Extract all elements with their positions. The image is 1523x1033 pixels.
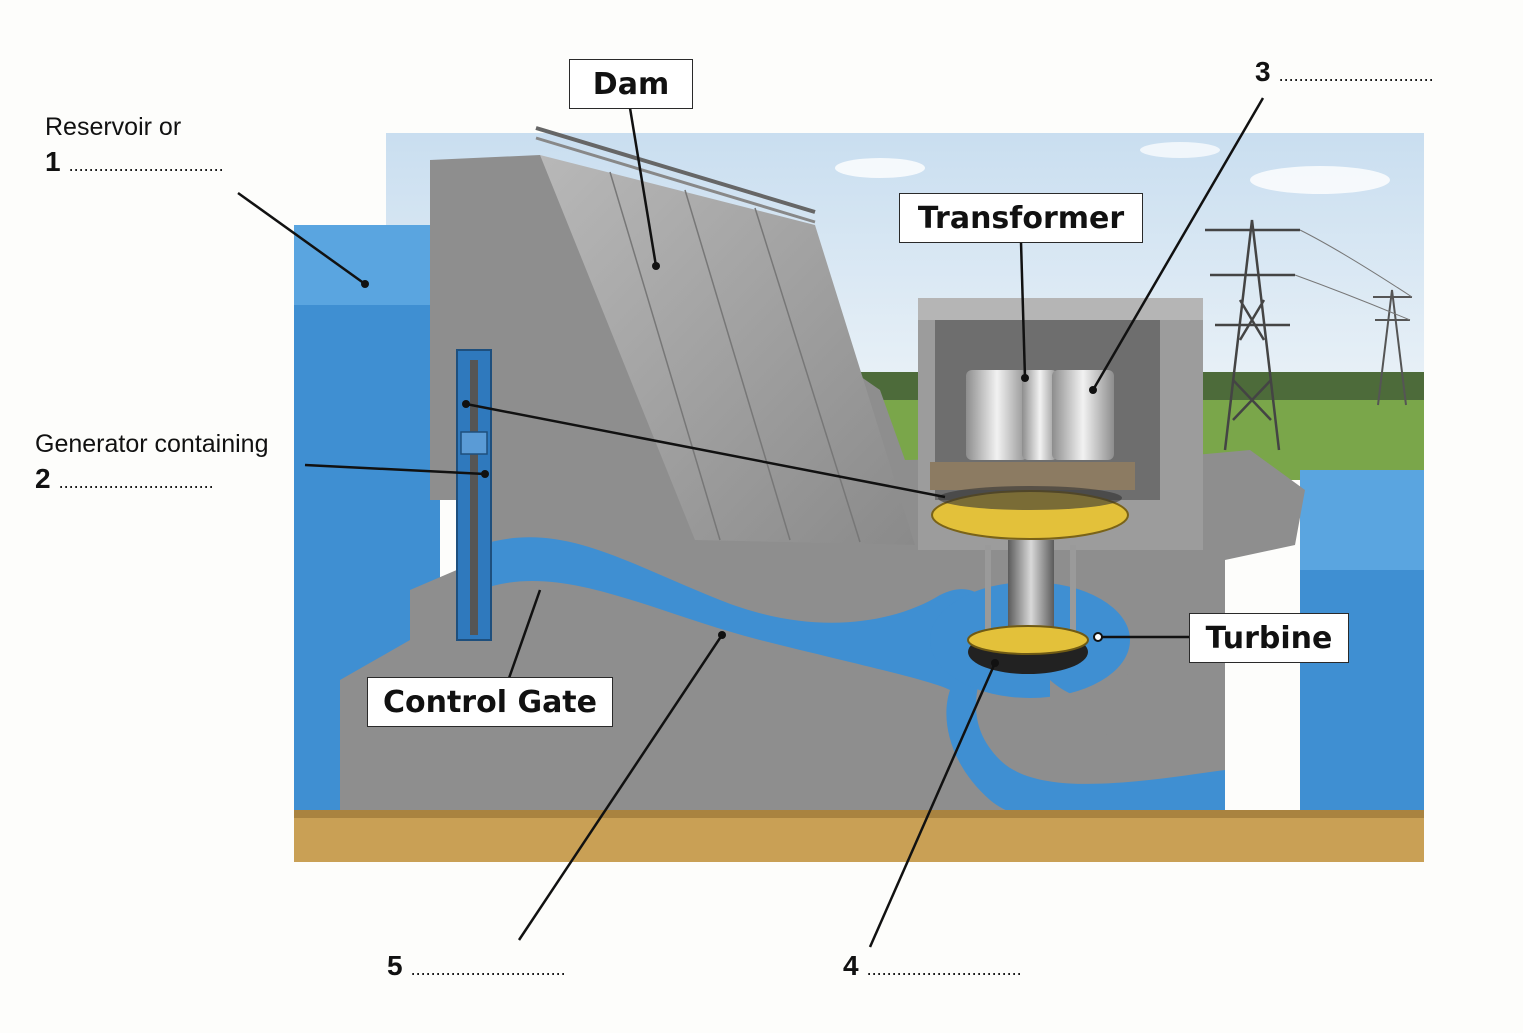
dam-railing <box>535 136 816 224</box>
ground-top <box>294 810 1424 818</box>
powerhouse-roof <box>918 298 1203 320</box>
reservoir-surface <box>294 225 440 305</box>
blank-3: 3 ............................... <box>1255 56 1434 88</box>
shaft-strut <box>985 545 991 635</box>
leader-lines <box>237 97 1265 948</box>
cloud <box>1250 166 1390 194</box>
leader-transformer <box>1019 241 1027 379</box>
blank-2-dots[interactable]: ............................... <box>58 472 214 492</box>
leader-dot <box>1021 374 1029 382</box>
dam-joint <box>684 189 791 541</box>
transformer-coil <box>966 370 1028 460</box>
pylon-icon <box>1373 289 1412 406</box>
dam-label: Dam <box>569 59 693 109</box>
pylon-icon <box>1205 219 1300 451</box>
blank-5-dots[interactable]: ............................... <box>410 959 566 979</box>
blank-3-dots[interactable]: ............................... <box>1278 65 1434 85</box>
penstock <box>480 537 1225 822</box>
leader-dot <box>718 631 726 639</box>
transformer-base <box>930 462 1135 490</box>
ground <box>294 810 1424 862</box>
turbine-label: Turbine <box>1189 613 1349 663</box>
leader-dot <box>361 280 369 288</box>
leader-2 <box>304 463 486 476</box>
blank-4-number: 4 <box>843 950 859 981</box>
transformer-coil <box>1052 370 1114 460</box>
dam-joint <box>609 171 721 541</box>
generator-text: Generator containing <box>35 430 269 458</box>
leader-1 <box>237 191 366 286</box>
gate-rod <box>470 360 478 635</box>
blank-2: 2 ............................... <box>35 463 214 495</box>
leader-3 <box>1091 97 1265 391</box>
blank-1-dots[interactable]: ............................... <box>68 155 224 175</box>
gate-block <box>460 431 488 455</box>
shaft-strut <box>1070 545 1076 635</box>
turbine-shaft <box>1008 540 1054 635</box>
leader-dot <box>991 659 999 667</box>
blank-1: 1 ............................... <box>45 146 224 178</box>
leader-dot <box>1089 386 1097 394</box>
leader-dam <box>628 107 658 267</box>
cloud <box>1140 142 1220 158</box>
blank-4-dots[interactable]: ............................... <box>866 959 1022 979</box>
blank-3-number: 3 <box>1255 56 1271 87</box>
blank-2-number: 2 <box>35 463 51 494</box>
generator-ring-top <box>938 486 1122 510</box>
leader-control-gate <box>506 589 542 682</box>
dam-joint <box>754 207 861 543</box>
control-gate-label: Control Gate <box>367 677 613 727</box>
leader-dot <box>462 400 470 408</box>
transformer-label: Transformer <box>899 193 1143 243</box>
draft-tube <box>1050 620 1145 744</box>
power-lines <box>1294 229 1413 321</box>
cloud <box>835 158 925 178</box>
transformer-coil <box>1022 370 1058 460</box>
river-surface <box>1300 470 1424 570</box>
turbine-runner-ring <box>967 625 1089 655</box>
leader-dot <box>652 262 660 270</box>
leader-5 <box>517 634 724 941</box>
blank-1-number: 1 <box>45 146 61 177</box>
reservoir-text: Reservoir or <box>45 113 182 141</box>
blank-4: 4 ............................... <box>843 950 1022 982</box>
dam-railing <box>535 126 816 214</box>
blank-5: 5 ............................... <box>387 950 566 982</box>
leader-4 <box>868 662 997 948</box>
leader-dot <box>481 470 489 478</box>
blank-5-number: 5 <box>387 950 403 981</box>
leader-dot <box>1093 632 1103 642</box>
leader-generator-to-ring <box>465 402 946 499</box>
